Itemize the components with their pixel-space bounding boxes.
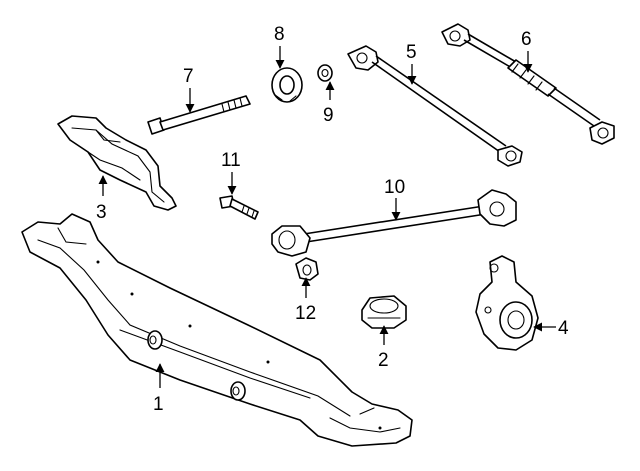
callout-12: 12 — [295, 303, 316, 324]
callout-1: 1 — [153, 394, 164, 415]
lateral-rod-10-part — [271, 189, 517, 257]
callout-8: 8 — [274, 24, 285, 45]
bolt-11-part — [219, 195, 259, 220]
callout-4: 4 — [558, 318, 569, 339]
callout-7: 7 — [183, 66, 194, 87]
callout-3: 3 — [96, 202, 107, 223]
bushing-8-part — [271, 67, 303, 103]
control-arm-5-part — [347, 45, 523, 167]
washer-9-part — [317, 64, 333, 82]
bolt-7-part — [147, 95, 251, 135]
mount-2-part — [361, 295, 407, 329]
axle-beam-part — [21, 213, 413, 447]
callout-10: 10 — [384, 177, 405, 198]
bracket-part — [57, 115, 177, 211]
callout-6: 6 — [521, 29, 532, 50]
callout-5: 5 — [406, 42, 417, 63]
bracket-12-part — [295, 257, 319, 281]
knuckle-4-part — [475, 255, 539, 351]
callout-2: 2 — [378, 350, 389, 371]
control-arm-6-part — [441, 23, 615, 145]
callout-9: 9 — [323, 105, 334, 126]
callout-11: 11 — [221, 150, 241, 171]
